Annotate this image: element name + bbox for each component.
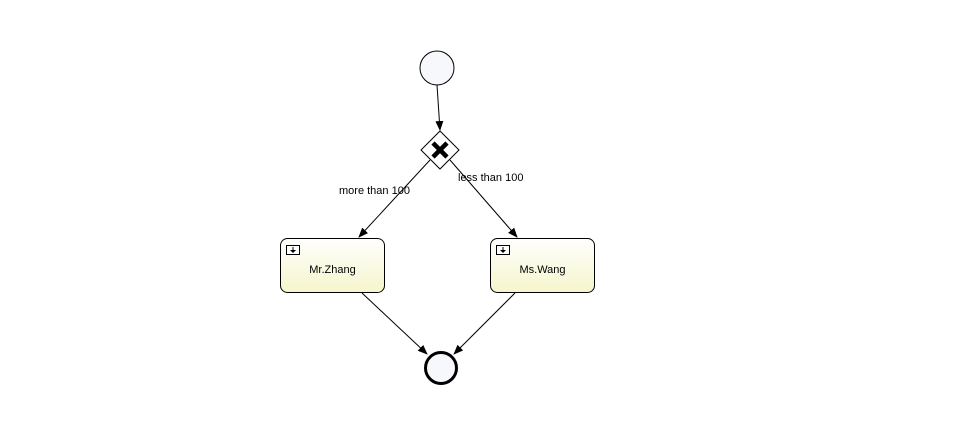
- task-label: Ms.Wang: [519, 264, 565, 276]
- user-task-icon: [496, 245, 510, 255]
- flow-label-less-than-100: less than 100: [458, 172, 523, 184]
- flow-start-to-gateway[interactable]: [435, 84, 444, 131]
- flow-gateway-to-wang[interactable]: [449, 159, 518, 238]
- flow-label-more-than-100: more than 100: [339, 185, 410, 197]
- task-mr-zhang[interactable]: Mr.Zhang: [280, 238, 385, 293]
- task-label: Mr.Zhang: [309, 264, 355, 276]
- flow-wang-to-end[interactable]: [453, 292, 516, 355]
- x-cross-icon: [431, 141, 449, 159]
- exclusive-gateway[interactable]: [420, 130, 460, 170]
- flow-zhang-to-end[interactable]: [361, 292, 428, 355]
- user-task-icon: [286, 245, 300, 255]
- start-event[interactable]: [419, 50, 455, 86]
- flow-gateway-to-zhang[interactable]: [358, 159, 431, 238]
- end-event[interactable]: [424, 351, 458, 385]
- task-ms-wang[interactable]: Ms.Wang: [490, 238, 595, 293]
